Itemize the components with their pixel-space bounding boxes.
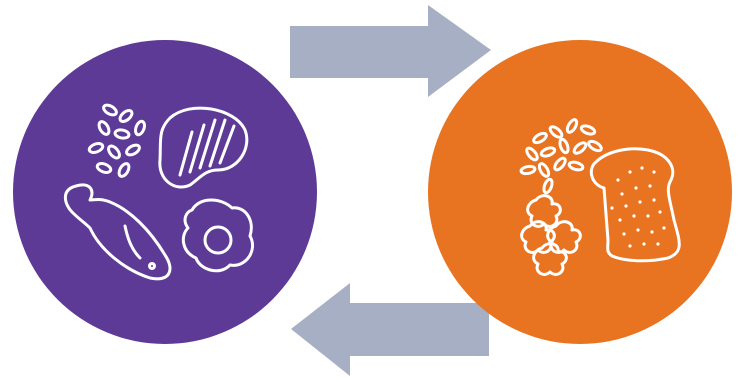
arrow-right — [290, 5, 491, 97]
beans-icon — [87, 103, 146, 178]
arrow-left — [291, 283, 489, 376]
carbohydrate-circle — [428, 40, 732, 344]
steak-icon — [158, 106, 249, 189]
fish-icon — [63, 183, 172, 281]
carbohydrate-node — [428, 40, 732, 344]
bread-slice-icon — [589, 147, 681, 263]
pasta-icon — [520, 194, 582, 276]
fried-egg-icon — [181, 198, 254, 273]
protein-node — [13, 40, 317, 344]
protein-circle — [13, 40, 317, 344]
rice-grains-icon — [519, 118, 603, 195]
bread-crumbs — [610, 166, 666, 248]
